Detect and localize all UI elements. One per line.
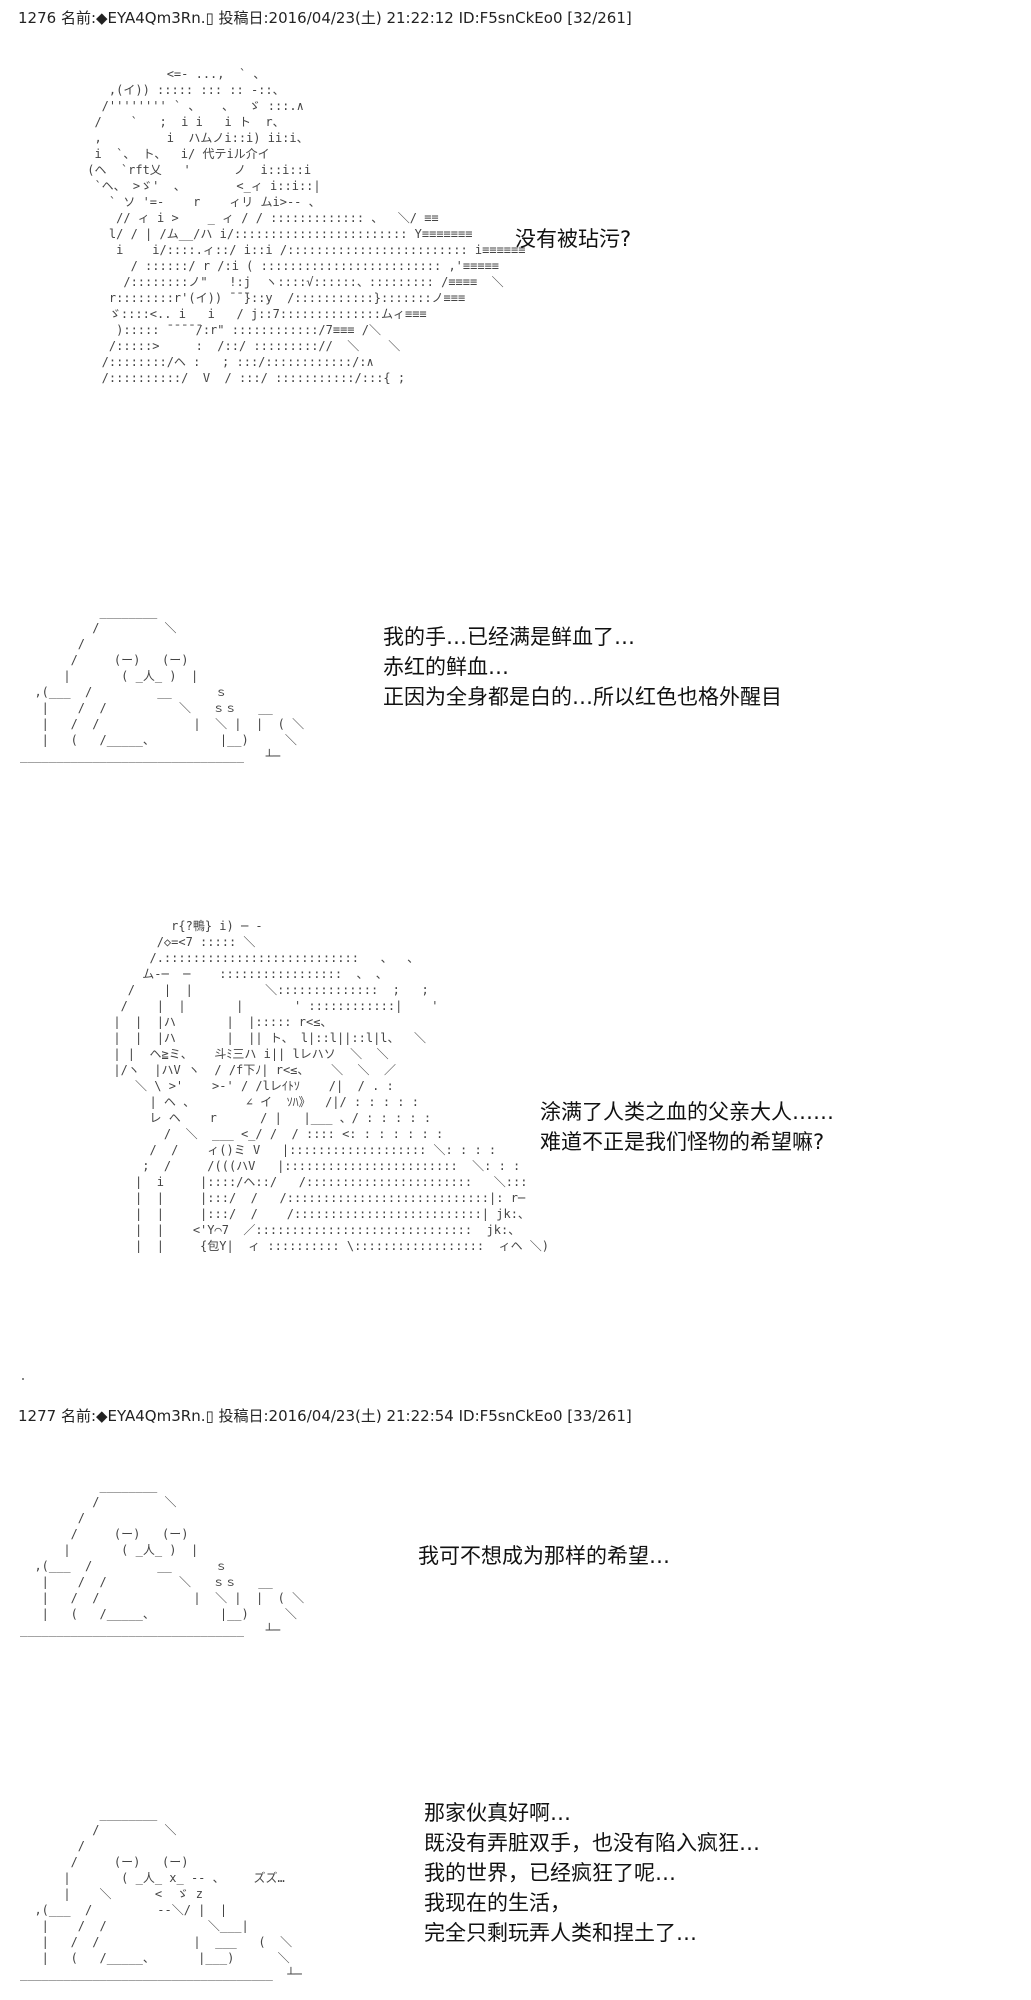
stray-dot (22, 1378, 24, 1380)
dialogue-line: 我现在的生活， (424, 1891, 571, 1915)
aa-art-person-at-table: ________ / ＼ / / (ー) (ー) | ( _人_ ) | ,(_… (20, 605, 305, 763)
dialogue-line: 难道不正是我们怪物的希望嘛? (540, 1130, 825, 1154)
dialogue-panel-4: 我可不想成为那样的希望… (418, 1541, 670, 1571)
post-header-1277: 1277 名前:◆EYA4Qm3Rn.▯ 投稿日:2016/04/23(土) 2… (18, 1407, 632, 1425)
dialogue-line: 既没有弄脏双手，也没有陷入疯狂… (424, 1831, 760, 1855)
aa-art-tall-figure: r{?鴨} i) ─ - /◇=<7 ::::: ＼ /.:::::::::::… (113, 919, 550, 1253)
dialogue-line: 没有被玷污? (515, 227, 632, 251)
post-header-1276: 1276 名前:◆EYA4Qm3Rn.▯ 投稿日:2016/04/23(土) 2… (18, 9, 632, 27)
aa-art-girl-sitting: <=- ..., ` 、 ,(イ)) ::::: ::: :: -::、 /''… (87, 67, 526, 385)
dialogue-line: 那家伙真好啊… (424, 1801, 571, 1825)
dialogue-line: 我可不想成为那样的希望… (418, 1544, 670, 1568)
dialogue-line: 完全只剩玩弄人类和捏土了… (424, 1921, 697, 1945)
dialogue-panel-3: 涂满了人类之血的父亲大人…… 难道不正是我们怪物的希望嘛? (540, 1097, 834, 1157)
dialogue-panel-2: 我的手…已经满是鲜血了… 赤红的鲜血… 正因为全身都是白的…所以红色也格外醒目 (383, 622, 782, 712)
dialogue-line: 赤红的鲜血… (383, 655, 509, 679)
aa-art-person-at-table-2: ________ / ＼ / / (ー) (ー) | ( _人_ ) | ,(_… (20, 1479, 305, 1637)
dialogue-line: 正因为全身都是白的…所以红色也格外醒目 (383, 685, 782, 709)
dialogue-panel-1: 没有被玷污? (515, 224, 631, 254)
dialogue-line: 涂满了人类之血的父亲大人…… (540, 1100, 834, 1124)
dialogue-line: 我的世界，已经疯狂了呢… (424, 1861, 676, 1885)
aa-art-person-sleepy: ________ / ＼ / / (ー) (ー) | ( _人_ x_ -- 、… (20, 1807, 302, 1981)
dialogue-panel-5: 那家伙真好啊… 既没有弄脏双手，也没有陷入疯狂… 我的世界，已经疯狂了呢… 我现… (424, 1798, 760, 1948)
dialogue-line: 我的手…已经满是鲜血了… (383, 625, 635, 649)
